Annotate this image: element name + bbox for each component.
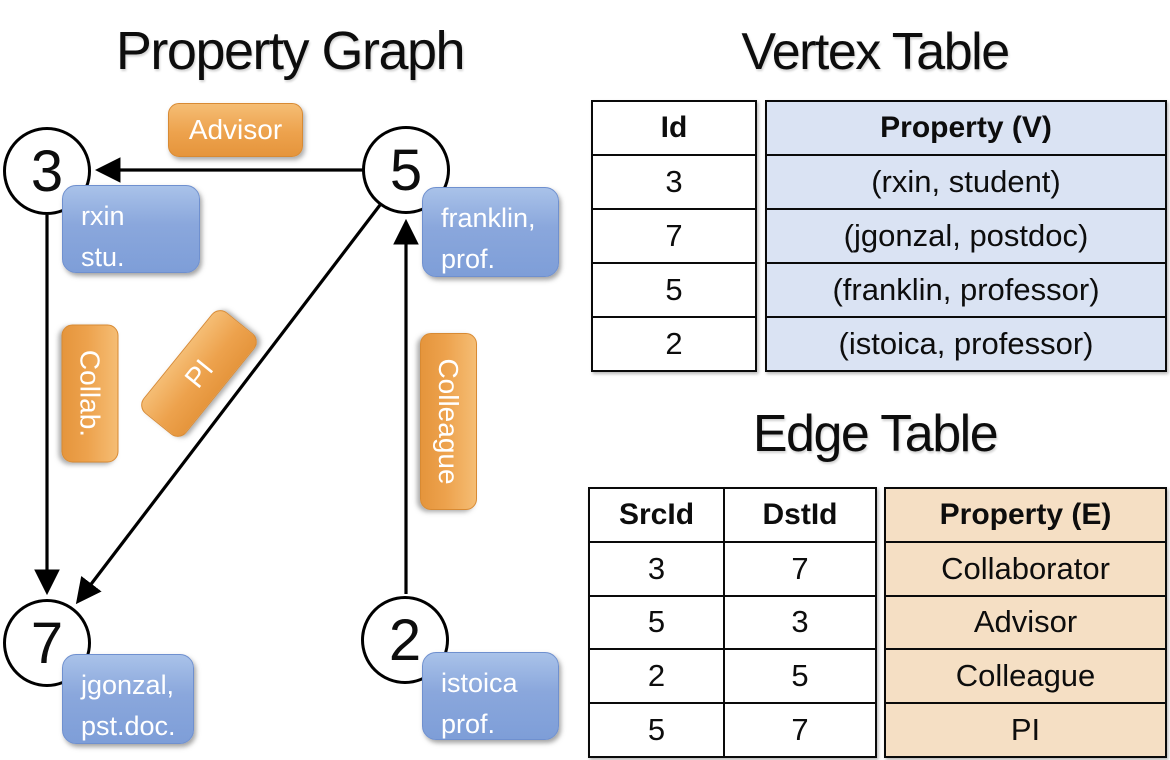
edge-label-collab-text: Collab. <box>75 349 106 438</box>
vertex-label-istoica-line1: istoica <box>441 668 518 698</box>
edge-property-cell: PI <box>886 702 1165 756</box>
edge-label-colleague-text: Colleague <box>433 358 465 485</box>
vertex-property-header: Property (V) <box>880 111 1052 144</box>
edge-label-pi-text: PI <box>178 353 219 394</box>
edge-table-title: Edge Table <box>752 405 999 463</box>
edge-label-advisor-text: Advisor <box>188 114 283 145</box>
dstid-header: DstId <box>762 497 838 531</box>
vertex-table-title: Vertex Table <box>741 23 1010 81</box>
edge-label-colleague: Colleague <box>420 333 477 510</box>
vertex-label-franklin: franklin, prof. <box>422 187 559 277</box>
graph-node-5: 5 <box>362 126 450 214</box>
edge-property-cell: Collaborator <box>886 540 1165 595</box>
node-5-id: 5 <box>389 137 423 203</box>
node-7-id: 7 <box>30 610 64 676</box>
vertex-label-jgonzal: jgonzal, pst.doc. <box>62 654 194 744</box>
vertex-property-cell: (istoica, professor) <box>767 316 1165 370</box>
vertex-id-cell: 2 <box>593 316 755 370</box>
srcid-header: SrcId <box>590 489 725 541</box>
vertex-id-cell: 7 <box>593 208 755 262</box>
vertex-label-rxin-line2: stu. <box>81 242 125 273</box>
node-2-id: 2 <box>388 607 422 673</box>
dstid-cell: 7 <box>791 712 809 748</box>
edge-id-header-row: SrcId DstId <box>590 489 875 541</box>
vertex-id-cell: 3 <box>593 154 755 208</box>
edge-property-cell: Colleague <box>886 648 1165 702</box>
edge-label-advisor: Advisor <box>168 103 303 157</box>
vertex-property-cell: (rxin, student) <box>767 154 1165 208</box>
edge-table-id-columns: SrcId DstId 3 7 5 3 2 5 5 7 <box>588 487 877 758</box>
vertex-id-cell: 5 <box>593 262 755 316</box>
vertex-label-franklin-line2: prof. <box>441 244 496 275</box>
edge-id-row: 5 3 <box>590 594 875 649</box>
edge-label-pi: PI <box>136 305 262 442</box>
vertex-id-header: Id <box>660 111 688 144</box>
srcid-cell: 2 <box>590 650 725 703</box>
vertex-label-istoica-line2: prof. <box>441 709 496 740</box>
dstid-cell: 7 <box>791 550 809 586</box>
edge-label-collab: Collab. <box>61 324 119 463</box>
vertex-table-id-column: Id 3 7 5 2 <box>591 100 757 372</box>
edge-id-row: 2 5 <box>590 648 875 703</box>
vertex-property-cell: (jgonzal, postdoc) <box>767 208 1165 262</box>
edge-id-row: 3 7 <box>590 540 875 595</box>
vertex-label-franklin-line1: franklin, <box>441 203 536 233</box>
edge-id-row: 5 7 <box>590 702 875 756</box>
edge-table-property-column: Property (E) Collaborator Advisor Collea… <box>884 487 1167 758</box>
vertex-table-property-column: Property (V) (rxin, student) (jgonzal, p… <box>765 100 1167 372</box>
vertex-label-jgonzal-line2: pst.doc. <box>81 711 176 742</box>
vertex-label-rxin-line1: rxin <box>81 201 125 231</box>
srcid-cell: 5 <box>590 596 725 649</box>
vertex-label-istoica: istoica prof. <box>422 652 559 740</box>
srcid-cell: 3 <box>590 542 725 595</box>
node-3-id: 3 <box>30 138 64 204</box>
dstid-cell: 5 <box>791 658 809 694</box>
dstid-cell: 3 <box>791 604 809 640</box>
edge-property-cell: Advisor <box>886 594 1165 649</box>
vertex-property-cell: (franklin, professor) <box>767 262 1165 316</box>
srcid-cell: 5 <box>590 704 725 756</box>
vertex-label-jgonzal-line1: jgonzal, <box>81 670 175 700</box>
edge-property-header: Property (E) <box>939 497 1112 531</box>
vertex-label-rxin: rxin stu. <box>62 185 200 273</box>
property-graph-title: Property Graph <box>115 21 466 81</box>
graph-node-3: 3 <box>3 127 91 215</box>
